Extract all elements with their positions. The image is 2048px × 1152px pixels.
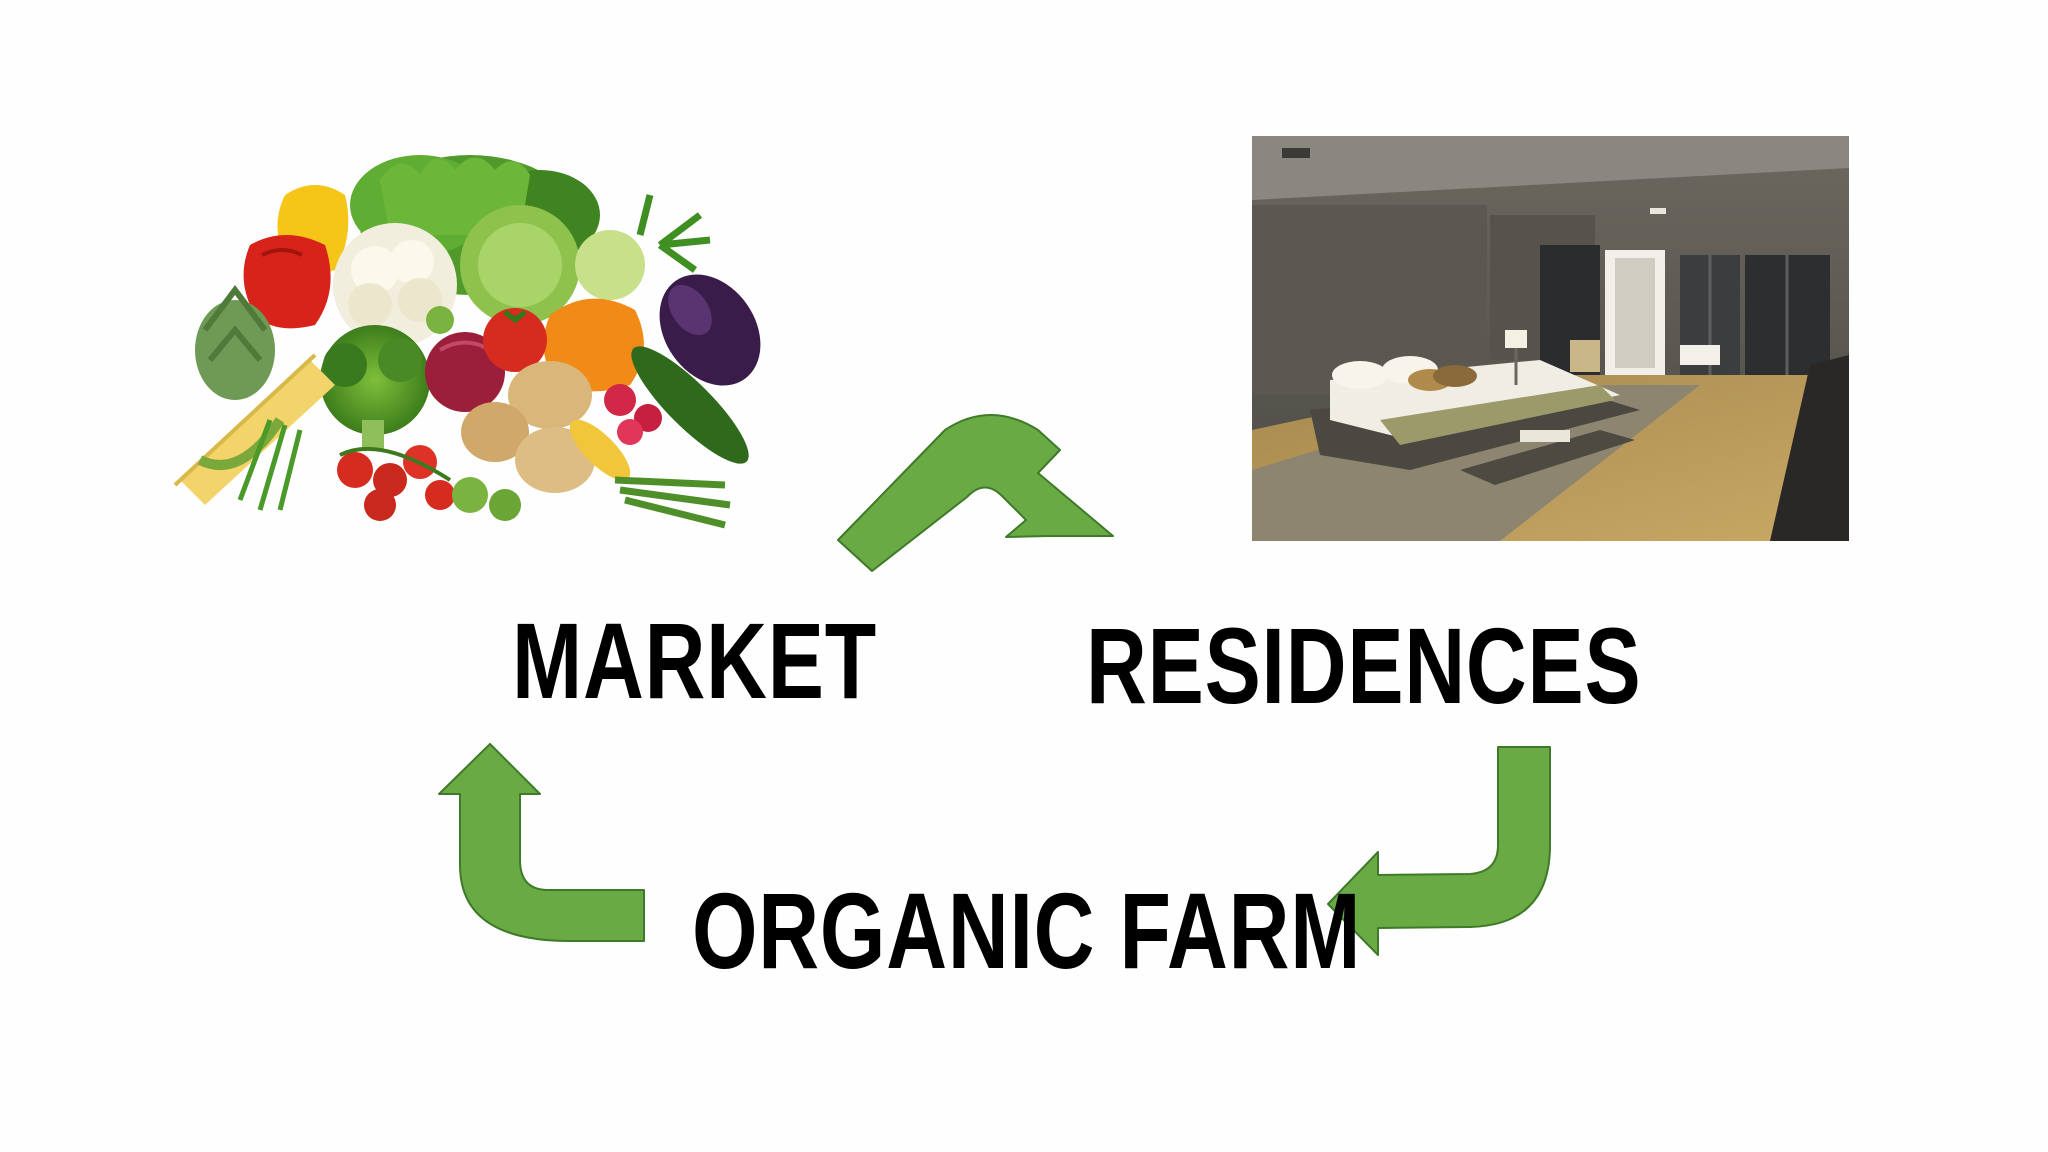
arrow-farm-to-market <box>438 743 645 942</box>
residences-label: RESIDENCES <box>1086 605 1642 726</box>
vegetables-image <box>173 155 761 529</box>
arrow-market-to-residences <box>837 414 1114 572</box>
arrow-residences-to-farm <box>1327 746 1551 956</box>
bedroom-image <box>1252 136 1849 541</box>
organic-farm-label: ORGANIC FARM <box>692 870 1362 991</box>
market-label: MARKET <box>512 600 878 721</box>
